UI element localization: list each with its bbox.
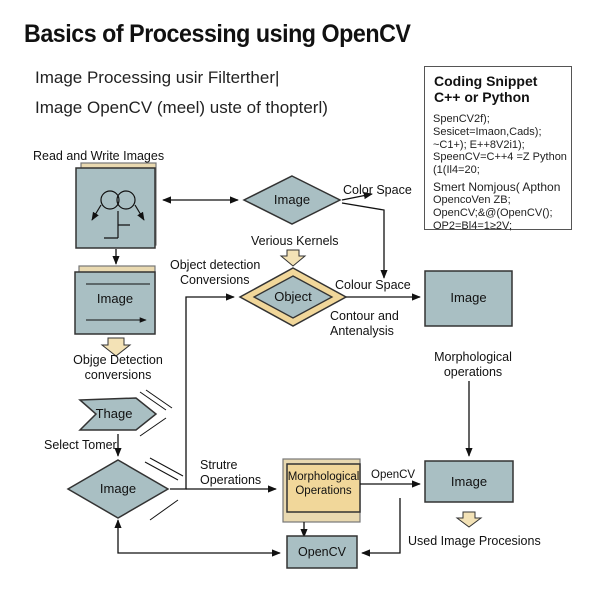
down-arrow-outline-icon [100,337,132,357]
snippet-line: (1(Il4=20; [433,164,480,176]
right-image-box-bottom [424,460,514,503]
left-image-box [74,271,156,335]
thage-shape [78,397,158,431]
snippet-line: OP2=Bl4=1≥2V; [433,220,513,232]
snippet-line: OpenCV;&@(OpenCV(); [433,207,553,219]
snippet-line: SpeenCV=C++4 =Z Python [433,151,567,163]
object-diamond-label: Object [274,289,312,304]
left-image-box-label: Image [96,291,134,306]
snippet-group-1: SpenCV2f); Sesicet=Imaon,Cads); ~C1+); E… [433,113,542,152]
object-detection-line-1: Object detection [170,258,261,272]
select-tomer-label: Select Tomer [44,438,117,452]
snippet-line: Sesicet=Imaon,Cads); [433,126,542,138]
thage-label: Thage [95,406,133,421]
opencv-box [286,535,358,569]
subtitle-line-1: Image Processing usir Filterther| [35,68,280,87]
opencv-box-label: OpenCV [298,545,346,559]
read-write-label: Read and Write Images [33,149,165,163]
morph-box-label-line-1: Morphological [287,471,360,483]
image-diamond-bottom-label: Image [99,481,137,496]
morph-box-label: Morphological Operations [287,470,360,498]
used-image-label: Used Image Procesions [408,534,541,548]
snippet-line: ~C1+); E++8V2i1); [433,139,525,151]
right-image-box-bottom-label: Image [450,474,488,489]
structure-ops-label: Strutre Operations [200,458,261,488]
morph-box [286,463,361,513]
snippet-heading: Coding Snippet C++ or Python [434,73,537,105]
circles-diagram-icon [91,190,145,239]
page-title: Basics of Processing using OpenCV [24,20,411,48]
object-detection-conversions-label: Object detection Conversions [170,258,260,288]
morph-operations-right-line-2: operations [443,365,503,379]
object-detection-left-label: Objge Detection conversions [58,353,178,383]
snippet-group-3: Smert Nomjous( Apthon OpencoVen ZB; Open… [433,181,560,233]
contour-line-1: Contour and [330,309,399,323]
snippet-group-2: SpeenCV=C++4 =Z Python (1(Il4=20; [433,151,567,177]
image-diamond-top [242,175,342,225]
contour-line-2: Antenalysis [330,324,394,338]
image-diamond-top-label: Image [273,192,311,207]
subtitle-line-2: Image OpenCV (meel) uste of thopterl) [35,98,328,117]
object-detection-line-2: Conversions [180,273,250,287]
opencv-small-label: OpenCV [371,469,416,481]
snippet-group-3-title: Smert Nomjous( Apthon [433,180,561,194]
read-write-image-box [75,167,156,249]
object-detection-left-line-2: conversions [84,368,152,382]
down-arrow-outline-icon [455,511,483,528]
right-image-box-top-label: Image [450,290,487,305]
right-image-box-top [424,270,513,327]
snippet-heading-line-1: Coding Snippet [434,73,538,89]
colour-space-label: Colour Space [335,278,411,292]
snippet-heading-line-2: C++ or Python [434,89,530,105]
object-detection-left-line-1: Objge Detection [73,353,163,367]
morph-operations-right-line-1: Morphological [434,350,512,364]
structure-ops-line-2: Operations [200,473,262,487]
structure-ops-line-1: Strutre [200,458,238,472]
image-diamond-bottom [66,459,170,519]
object-diamond-inner [252,275,334,319]
snippet-line: SpenCV2f); [433,113,490,125]
snippet-line: OpencoVen ZB; [433,194,511,206]
code-snippet-panel: Coding Snippet C++ or Python SpenCV2f); … [424,66,572,233]
morph-box-label-line-2: Operations [295,485,352,497]
contour-label: Contour and Antenalysis [330,309,399,339]
various-kernels-label: Verious Kernels [251,234,339,248]
color-space-top-label: Color Space [343,183,412,197]
morph-operations-right-label: Morphological operations [418,350,528,380]
down-arrow-outline-icon [279,249,307,267]
